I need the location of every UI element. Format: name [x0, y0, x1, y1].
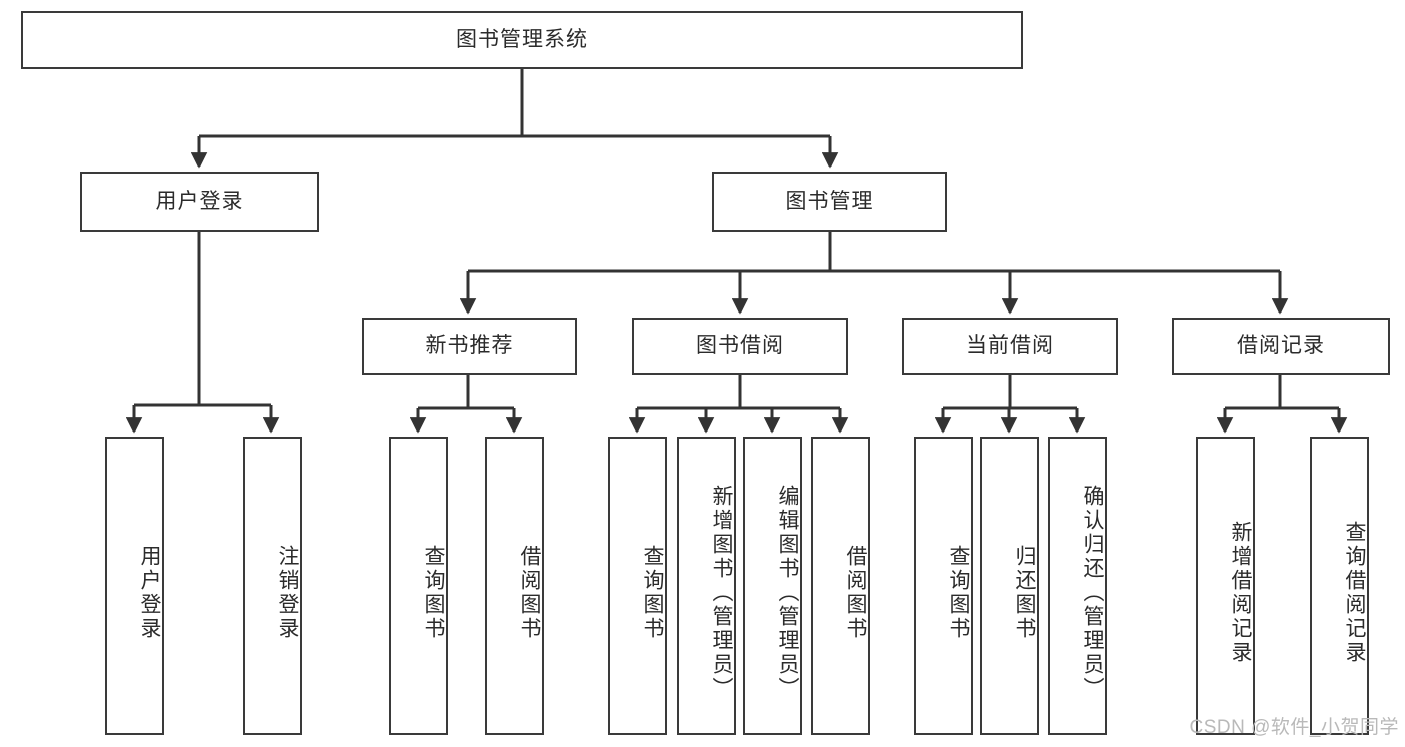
leaf-current-borrow-confirm-return-admin[interactable]: 确认归还（管理员） [1048, 437, 1107, 735]
node-label: 新增图书（管理员） [710, 485, 733, 701]
node-label: 编辑图书（管理员） [776, 485, 799, 701]
node-label: 当前借阅 [966, 334, 1054, 358]
node-label: 用户登录 [155, 189, 244, 213]
node-label: 注销登录 [276, 545, 299, 641]
node-new-book-recommend[interactable]: 新书推荐 [362, 318, 577, 375]
node-label: 查询借阅记录 [1343, 521, 1366, 665]
leaf-borrow-records-add-record[interactable]: 新增借阅记录 [1196, 437, 1255, 735]
node-book-borrow[interactable]: 图书借阅 [632, 318, 848, 375]
node-label: 借阅图书 [518, 545, 541, 641]
watermark-text: CSDN @软件_小贺同学 [1189, 717, 1399, 738]
leaf-book-borrow-add-book-admin[interactable]: 新增图书（管理员） [677, 437, 736, 735]
node-label: 借阅图书 [844, 545, 867, 641]
node-label: 新书推荐 [425, 334, 514, 358]
node-label: 借阅记录 [1237, 334, 1325, 358]
leaf-current-borrow-query-book[interactable]: 查询图书 [914, 437, 973, 735]
node-label: 查询图书 [422, 545, 445, 641]
leaf-new-books-borrow-book[interactable]: 借阅图书 [485, 437, 544, 735]
node-label: 查询图书 [641, 545, 664, 641]
leaf-user-login-logout[interactable]: 注销登录 [243, 437, 302, 735]
leaf-book-borrow-edit-book-admin[interactable]: 编辑图书（管理员） [743, 437, 802, 735]
node-label: 归还图书 [1013, 545, 1036, 641]
node-label: 图书管理 [785, 189, 874, 213]
node-label: 查询图书 [947, 545, 970, 641]
leaf-borrow-records-query-record[interactable]: 查询借阅记录 [1310, 437, 1369, 735]
node-label: 图书管理系统 [456, 27, 588, 51]
node-label: 确认归还（管理员） [1081, 485, 1104, 701]
node-book-management[interactable]: 图书管理 [712, 172, 947, 232]
leaf-user-login-login[interactable]: 用户登录 [105, 437, 164, 735]
node-borrow-records[interactable]: 借阅记录 [1172, 318, 1390, 375]
leaf-new-books-query-book[interactable]: 查询图书 [389, 437, 448, 735]
leaf-book-borrow-query-book[interactable]: 查询图书 [608, 437, 667, 735]
node-user-login[interactable]: 用户登录 [80, 172, 319, 232]
leaf-book-borrow-borrow-book[interactable]: 借阅图书 [811, 437, 870, 735]
leaf-current-borrow-return-book[interactable]: 归还图书 [980, 437, 1039, 735]
node-label: 用户登录 [138, 545, 161, 641]
node-current-borrow[interactable]: 当前借阅 [902, 318, 1118, 375]
node-label: 新增借阅记录 [1229, 521, 1252, 665]
node-root-book-management-system[interactable]: 图书管理系统 [21, 11, 1023, 69]
node-label: 图书借阅 [696, 334, 784, 358]
